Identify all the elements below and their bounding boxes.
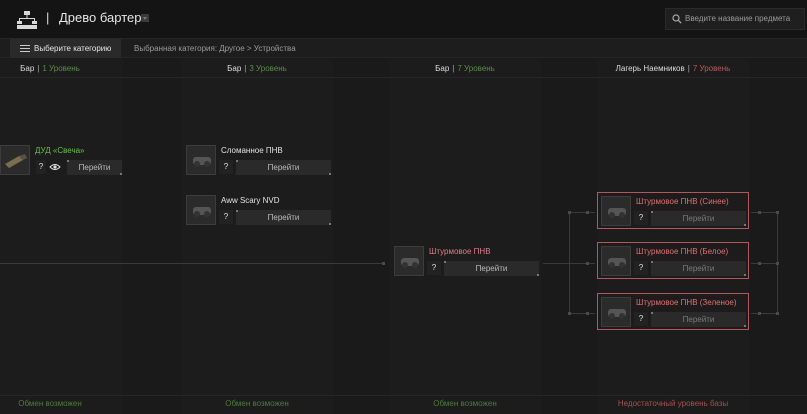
- column-4: [597, 59, 749, 414]
- menu-icon: [20, 45, 30, 52]
- go-to-button[interactable]: Перейти: [236, 160, 331, 175]
- help-button[interactable]: ?: [634, 211, 648, 225]
- eye-icon[interactable]: [48, 160, 62, 174]
- item-thumbnail[interactable]: [601, 196, 631, 226]
- help-button[interactable]: ?: [36, 160, 46, 174]
- help-button[interactable]: ?: [634, 312, 648, 326]
- column-3: [389, 59, 541, 414]
- search-icon: [672, 14, 682, 24]
- item-thumbnail[interactable]: [0, 145, 30, 175]
- connector-line: [0, 263, 384, 264]
- help-button[interactable]: ?: [219, 160, 233, 174]
- item-name[interactable]: Aww Scary NVD: [221, 196, 280, 205]
- go-to-button[interactable]: Перейти: [651, 211, 746, 226]
- item-card-aww-nvd: Aww Scary NVD ? Перейти: [186, 195, 331, 225]
- column-1: [0, 59, 123, 414]
- go-to-button[interactable]: Перейти: [67, 160, 122, 175]
- connector-line: [543, 263, 569, 264]
- item-card-assault-nvg: Штурмовое ПНВ ? Перейти: [394, 246, 539, 276]
- page-title: Древо бартера: [59, 10, 149, 25]
- item-card-assault-green: Штурмовое ПНВ (Зеленое) ? Перейти: [597, 293, 749, 330]
- item-thumbnail[interactable]: [394, 246, 424, 276]
- item-thumbnail[interactable]: [601, 297, 631, 327]
- item-card-assault-white: Штурмовое ПНВ (Белое) ? Перейти: [597, 242, 749, 279]
- select-category-button[interactable]: Выберите категорию: [10, 39, 121, 58]
- item-card-broken-nvg: Сломанное ПНВ ? Перейти: [186, 145, 331, 175]
- go-to-button[interactable]: Перейти: [651, 312, 746, 327]
- title-separator: |: [46, 10, 50, 25]
- column-4-status: Недостаточный уровень базы: [617, 399, 729, 408]
- item-card-dud: ДУД «Свеча» ? Перейти: [0, 145, 122, 175]
- column-2: [181, 59, 333, 414]
- go-to-button[interactable]: Перейти: [444, 261, 539, 276]
- column-2-status: Обмен возможен: [225, 399, 289, 408]
- column-2-header: Бар|3 Уровень: [227, 64, 287, 73]
- item-name[interactable]: Штурмовое ПНВ (Синее): [636, 197, 729, 206]
- app-header: | Древо бартера Введите название предмет…: [0, 0, 807, 39]
- select-category-label: Выберите категорию: [34, 44, 112, 53]
- title-dropdown-icon[interactable]: [141, 14, 149, 22]
- help-button[interactable]: ?: [219, 210, 233, 224]
- item-name[interactable]: Штурмовое ПНВ (Зеленое): [636, 298, 737, 307]
- item-card-assault-blue: Штурмовое ПНВ (Синее) ? Перейти: [597, 192, 749, 229]
- item-thumbnail[interactable]: [186, 145, 216, 175]
- item-thumbnail[interactable]: [186, 195, 216, 225]
- item-name[interactable]: ДУД «Свеча»: [35, 146, 85, 155]
- barter-tree-logo-icon[interactable]: [17, 11, 37, 29]
- item-name[interactable]: Штурмовое ПНВ: [429, 247, 491, 256]
- go-to-button[interactable]: Перейти: [651, 261, 746, 276]
- item-thumbnail[interactable]: [601, 246, 631, 276]
- selected-category-path: Выбранная категория: Другое > Устройства: [134, 44, 296, 53]
- go-to-button[interactable]: Перейти: [236, 210, 331, 225]
- item-name[interactable]: Штурмовое ПНВ (Белое): [636, 247, 729, 256]
- search-input[interactable]: Введите название предмета: [665, 8, 805, 30]
- column-1-status: Обмен возможен: [18, 399, 82, 408]
- column-3-status: Обмен возможен: [433, 399, 497, 408]
- category-bar: Выберите категорию: [0, 39, 807, 58]
- item-name[interactable]: Сломанное ПНВ: [221, 146, 283, 155]
- search-placeholder: Введите название предмета: [685, 14, 791, 23]
- column-4-header: Лагерь Наемников|7 Уровень: [615, 64, 731, 73]
- help-button[interactable]: ?: [427, 261, 441, 275]
- help-button[interactable]: ?: [634, 261, 648, 275]
- column-1-header: Бар|1 Уровень: [20, 64, 80, 73]
- column-3-header: Бар|7 Уровень: [435, 64, 495, 73]
